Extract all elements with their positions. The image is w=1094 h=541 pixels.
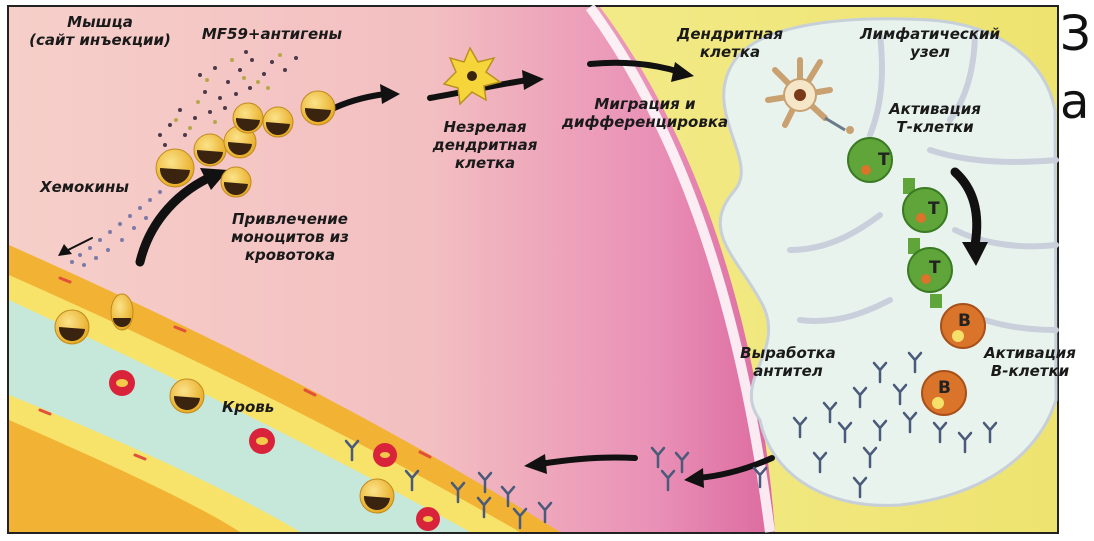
label-recruitment-line-1: Привлечение bbox=[210, 210, 370, 228]
label-migration-line-1: Миграция и bbox=[555, 95, 735, 113]
label-dendritic-cell-line-1: Дендритная bbox=[670, 25, 790, 43]
label-immature-dc-line-2: дендритная bbox=[410, 136, 560, 154]
side-text-1: З bbox=[1060, 10, 1091, 58]
t-cell-letter-1: T bbox=[878, 150, 890, 170]
lymph-node bbox=[720, 19, 1056, 506]
label-muscle-line-2: (сайт инъекции) bbox=[20, 31, 180, 49]
label-b-activation-line-2: В-клетки bbox=[975, 362, 1085, 380]
b-cell-letter-1: B bbox=[958, 311, 971, 331]
label-dendritic-cell: Дендритная клетка bbox=[670, 25, 790, 61]
label-dendritic-cell-line-2: клетка bbox=[670, 43, 790, 61]
label-mf59: MF59+антигены bbox=[192, 25, 352, 43]
label-antibody-production: Выработка антител bbox=[733, 344, 843, 380]
label-immature-dc-line-1: Незрелая bbox=[410, 118, 560, 136]
label-blood: Кровь bbox=[222, 398, 274, 416]
t-cell-letter-3: T bbox=[929, 258, 941, 278]
label-antibody-production-line-1: Выработка bbox=[733, 344, 843, 362]
label-recruitment: Привлечение моноцитов из кровотока bbox=[210, 210, 370, 264]
label-chemokines: Хемокины bbox=[40, 178, 129, 196]
label-antibody-production-line-2: антител bbox=[733, 362, 843, 380]
t-cell-letter-2: T bbox=[928, 199, 940, 219]
label-lymph-node-line-1: Лимфатический bbox=[860, 25, 1000, 43]
label-migration-line-2: дифференцировка bbox=[555, 113, 735, 131]
label-t-activation-line-2: Т-клетки bbox=[880, 118, 990, 136]
label-recruitment-line-2: моноцитов из bbox=[210, 228, 370, 246]
label-muscle: Мышца (сайт инъекции) bbox=[20, 13, 180, 49]
label-t-activation: Активация Т-клетки bbox=[880, 100, 990, 136]
label-b-activation: Активация В-клетки bbox=[975, 344, 1085, 380]
label-muscle-line-1: Мышца bbox=[20, 13, 180, 31]
label-lymph-node-line-2: узел bbox=[860, 43, 1000, 61]
label-migration: Миграция и дифференцировка bbox=[555, 95, 735, 131]
side-text-2: а bbox=[1060, 78, 1089, 126]
label-t-activation-line-1: Активация bbox=[880, 100, 990, 118]
label-recruitment-line-3: кровотока bbox=[210, 246, 370, 264]
label-immature-dc: Незрелая дендритная клетка bbox=[410, 118, 560, 172]
label-immature-dc-line-3: клетка bbox=[410, 154, 560, 172]
label-b-activation-line-1: Активация bbox=[975, 344, 1085, 362]
b-cell-letter-2: B bbox=[938, 378, 951, 398]
label-lymph-node: Лимфатический узел bbox=[860, 25, 1000, 61]
